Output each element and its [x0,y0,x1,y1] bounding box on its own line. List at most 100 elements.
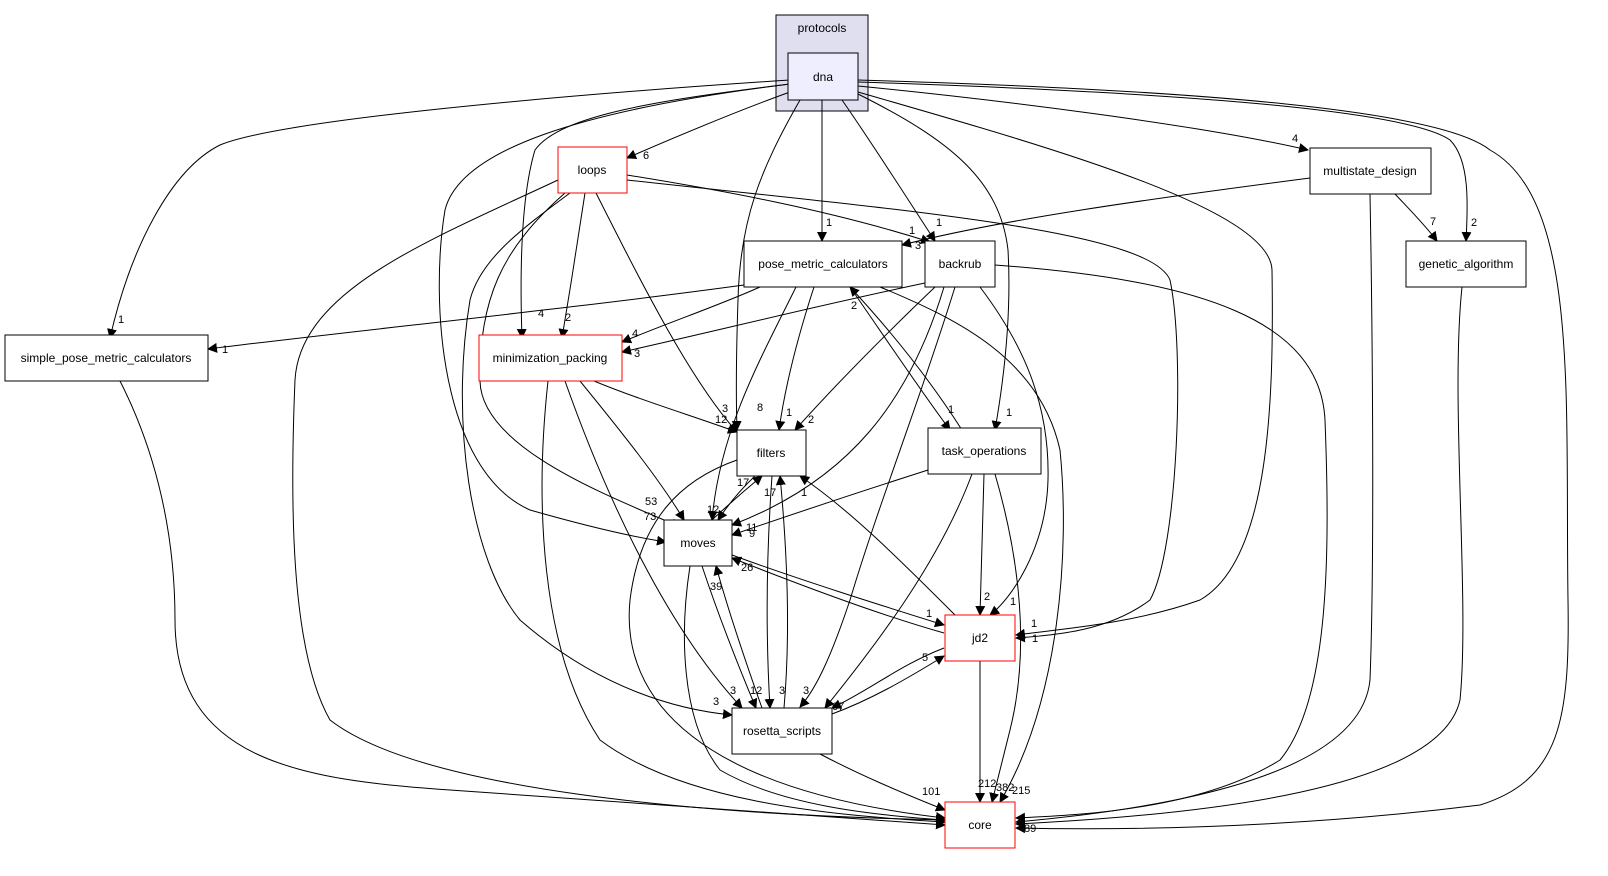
edge-dna-multistate [857,85,1309,153]
edge-label: 215 [1012,785,1030,797]
node-core[interactable]: core [944,801,1016,849]
edge-backrub-jd2 [979,286,1049,616]
node-label-multistate-design: multistate_design [1323,164,1416,178]
edge-label: 2 [1471,217,1477,229]
edge-label: 1 [1010,596,1016,608]
edges [107,79,1569,834]
edge-genetic-core [1015,286,1464,829]
edge-pmc-filters [775,286,815,431]
edge-taskops-moves [731,469,929,537]
edge-label: 17 [764,487,776,499]
edge-loops-backrub [626,174,931,245]
edge-jd2-filters [799,475,956,616]
node-label-simple-pose-metric-calculators: simple_pose_metric_calculators [21,351,192,365]
edge-taskops-jd2 [975,473,986,616]
node-label-dna: dna [813,70,833,84]
node-multistate-design[interactable]: multistate_design [1309,147,1432,195]
edge-taskops-rosetta [824,473,973,709]
edge-label: 1 [1006,407,1012,419]
edge-rosetta-moves [713,565,763,709]
edge-label: 6 [643,150,649,162]
edge-loops-core [292,179,946,825]
edge-label: 89 [1024,823,1036,835]
edge-label: 7 [1430,216,1436,228]
node-pose-metric-calculators[interactable]: pose_metric_calculators [743,240,903,288]
edge-minpack-moves [579,380,685,521]
node-label-genetic-algorithm: genetic_algorithm [1419,257,1514,271]
edge-label: 1 [926,608,932,620]
edge-labels: 6 4 1 1 2 1 4 8 1 73 1 89 1 2 3 1 3 3 7 … [118,133,1477,835]
edge-loops-filters [595,192,738,433]
edge-label: 2 [851,300,857,312]
edge-label: 67 [832,701,844,713]
edge-label: 3 [713,696,719,708]
cluster-label: protocols [798,21,847,35]
edge-multistate-core [1015,193,1374,827]
edge-label: 3 [779,685,785,697]
edge-label: 12 [750,685,762,697]
node-filters[interactable]: filters [736,429,807,477]
edge-pmc-moves [707,286,797,521]
edge-label: 3 [730,685,736,697]
node-minimization-packing[interactable]: minimization_packing [478,334,623,382]
node-label-pose-metric-calculators: pose_metric_calculators [758,257,887,271]
edge-backrub-filters [794,286,936,431]
edge-label: 11 [746,522,757,534]
node-label-filters: filters [757,446,786,460]
node-loops[interactable]: loops [557,146,628,194]
edge-label: 12 [707,504,719,516]
node-task-operations[interactable]: task_operations [927,427,1042,475]
edge-label: 2 [984,591,990,603]
edge-label: 1 [786,407,792,419]
edge-label: 1 [118,314,124,326]
node-label-loops: loops [578,163,607,177]
edge-label: 3 [915,240,921,252]
edge-dna-filters [731,99,801,431]
node-label-task-operations: task_operations [942,444,1027,458]
edge-minpack-filters [593,380,738,434]
edge-minpack-rosetta [564,380,743,709]
edge-label: 2 [808,414,814,426]
edge-moves-jd2 [731,554,945,628]
edge-backrub-rosetta [799,286,956,708]
edge-dna-backrub [841,99,936,242]
node-simple-pose-metric-calculators[interactable]: simple_pose_metric_calculators [4,334,209,382]
edge-filters-core [628,459,946,822]
node-dna[interactable]: dna [787,52,859,101]
edge-multistate-pmc [901,177,1311,248]
edge-label: 9 [749,528,755,540]
edge-loops-minpack [558,192,586,339]
edge-label: 1 [948,404,954,416]
node-label-minimization-packing: minimization_packing [493,351,608,365]
edge-simple-core [119,380,946,830]
node-rosetta-scripts[interactable]: rosetta_scripts [731,707,833,755]
edge-rosetta-filters [775,475,788,709]
edge-taskops-core [989,473,1022,803]
edge-label: 1 [909,225,915,237]
node-label-rosetta-scripts: rosetta_scripts [743,724,821,738]
edge-label: 1 [826,217,832,229]
edge-jd2-moves [731,556,945,634]
edge-pmc-simple [207,284,745,353]
node-label-jd2: jd2 [971,631,988,645]
node-jd2[interactable]: jd2 [944,614,1016,662]
nodes: dna loops multistate_design pose_metric_… [4,52,1527,849]
edge-dna-loops [626,91,791,160]
node-moves[interactable]: moves [663,519,733,567]
edge-pmc-taskops [849,286,951,431]
edge-label: 1 [936,217,942,229]
edge-multistate-genetic [1394,193,1438,242]
node-backrub[interactable]: backrub [924,240,996,288]
node-genetic-algorithm[interactable]: genetic_algorithm [1405,240,1527,288]
edge-moves-core [683,565,946,825]
edge-label: 17 [737,477,749,489]
edge-label: 4 [632,328,638,340]
edge-label: 39 [710,581,722,593]
edge-label: 1 [1031,618,1037,630]
edge-backrub-core [994,264,1328,823]
edge-dna-simple [107,79,791,339]
edge-dna-jd2 [857,91,1273,639]
edge-dna-minpack [516,83,791,339]
edge-backrub-minpack [621,282,926,355]
